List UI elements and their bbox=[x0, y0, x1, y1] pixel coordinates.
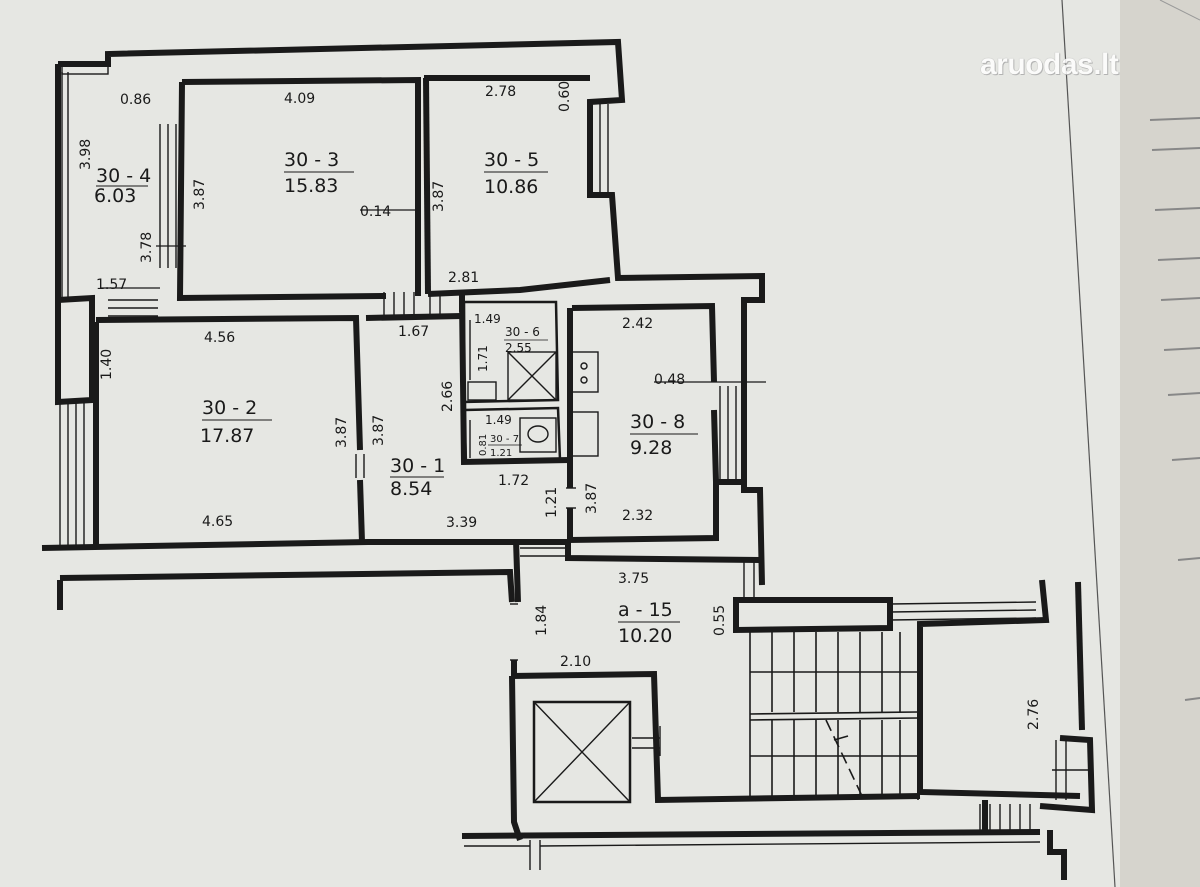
aruodas-watermark: aruodas.lt bbox=[980, 48, 1119, 81]
dim-2-76: 2.76 bbox=[1026, 699, 1042, 730]
dim-2-32: 2.32 bbox=[622, 508, 653, 524]
dim-2-78: 2.78 bbox=[485, 84, 516, 100]
dim-2-81: 2.81 bbox=[448, 270, 479, 286]
windows bbox=[59, 65, 1088, 870]
elevator-shaft bbox=[532, 700, 632, 804]
dim-4-65: 4.65 bbox=[202, 514, 233, 530]
room-30-5-area: 10.86 bbox=[484, 176, 538, 198]
dim-0-55: 0.55 bbox=[712, 605, 728, 636]
dim-1-40: 1.40 bbox=[99, 349, 115, 380]
staircase bbox=[749, 630, 919, 800]
dim-1-49-bottom: 1.49 bbox=[485, 413, 512, 427]
dim-1-21: 1.21 bbox=[544, 487, 560, 518]
dim-1-49-top: 1.49 bbox=[474, 312, 501, 326]
dim-1-72: 1.72 bbox=[498, 473, 529, 489]
paper-edge bbox=[1061, 0, 1200, 887]
room-30-1-id: 30 - 1 bbox=[390, 455, 445, 477]
room-30-8-id: 30 - 8 bbox=[630, 411, 685, 433]
dim-3-87-room3: 3.87 bbox=[192, 179, 208, 210]
room-30-3-area: 15.83 bbox=[284, 175, 338, 197]
room-30-6-area: 2.55 bbox=[505, 341, 532, 355]
dim-1-57: 1.57 bbox=[96, 277, 127, 293]
room-30-2-area: 17.87 bbox=[200, 425, 254, 447]
dim-2-66: 2.66 bbox=[440, 381, 456, 412]
room-labels: 30 - 4 6.03 30 - 3 15.83 30 - 5 10.86 30… bbox=[94, 149, 698, 647]
interior-walls bbox=[93, 75, 744, 603]
dim-1-67: 1.67 bbox=[398, 324, 429, 340]
room-30-7-id: 30 - 7 bbox=[490, 434, 519, 445]
dim-1-71: 1.71 bbox=[476, 345, 490, 372]
room-30-5-id: 30 - 5 bbox=[484, 149, 539, 171]
fixtures bbox=[467, 320, 599, 458]
outer-walls bbox=[41, 38, 1096, 880]
dim-0-86: 0.86 bbox=[120, 92, 151, 108]
room-30-4-id: 30 - 4 bbox=[96, 165, 151, 187]
room-30-2-id: 30 - 2 bbox=[202, 397, 257, 419]
dim-3-98: 3.98 bbox=[78, 139, 94, 170]
room-a-15-id: a - 15 bbox=[618, 599, 673, 621]
dim-4-09: 4.09 bbox=[284, 91, 315, 107]
dim-3-87-room2: 3.87 bbox=[334, 417, 350, 448]
dim-4-56: 4.56 bbox=[204, 330, 235, 346]
room-30-8-area: 9.28 bbox=[630, 437, 672, 459]
dim-3-87-room5: 3.87 bbox=[431, 181, 447, 212]
dimension-ticks bbox=[100, 209, 766, 383]
dim-0-60: 0.60 bbox=[557, 81, 573, 112]
room-30-3-id: 30 - 3 bbox=[284, 149, 339, 171]
dim-3-75: 3.75 bbox=[618, 571, 649, 587]
room-30-1-area: 8.54 bbox=[390, 478, 432, 500]
dim-0-48: 0.48 bbox=[654, 372, 685, 388]
dim-2-42: 2.42 bbox=[622, 316, 653, 332]
dim-0-14: 0.14 bbox=[360, 204, 391, 220]
dim-0-81: 0.81 bbox=[478, 434, 489, 456]
room-30-4-area: 6.03 bbox=[94, 185, 136, 207]
dim-3-87-room8: 3.87 bbox=[584, 483, 600, 514]
room-a-15-area: 10.20 bbox=[618, 625, 672, 647]
dim-3-87-room1: 3.87 bbox=[371, 415, 387, 446]
room-30-7-area: 1.21 bbox=[490, 448, 512, 459]
dim-1-84: 1.84 bbox=[534, 605, 550, 636]
room-30-6-id: 30 - 6 bbox=[505, 325, 540, 339]
dim-2-10: 2.10 bbox=[560, 654, 591, 670]
dimension-labels: 0.86 4.09 2.78 0.60 3.98 3.87 3.87 0.14 … bbox=[78, 81, 1042, 730]
dim-3-78: 3.78 bbox=[139, 232, 155, 263]
dim-3-39: 3.39 bbox=[446, 515, 477, 531]
